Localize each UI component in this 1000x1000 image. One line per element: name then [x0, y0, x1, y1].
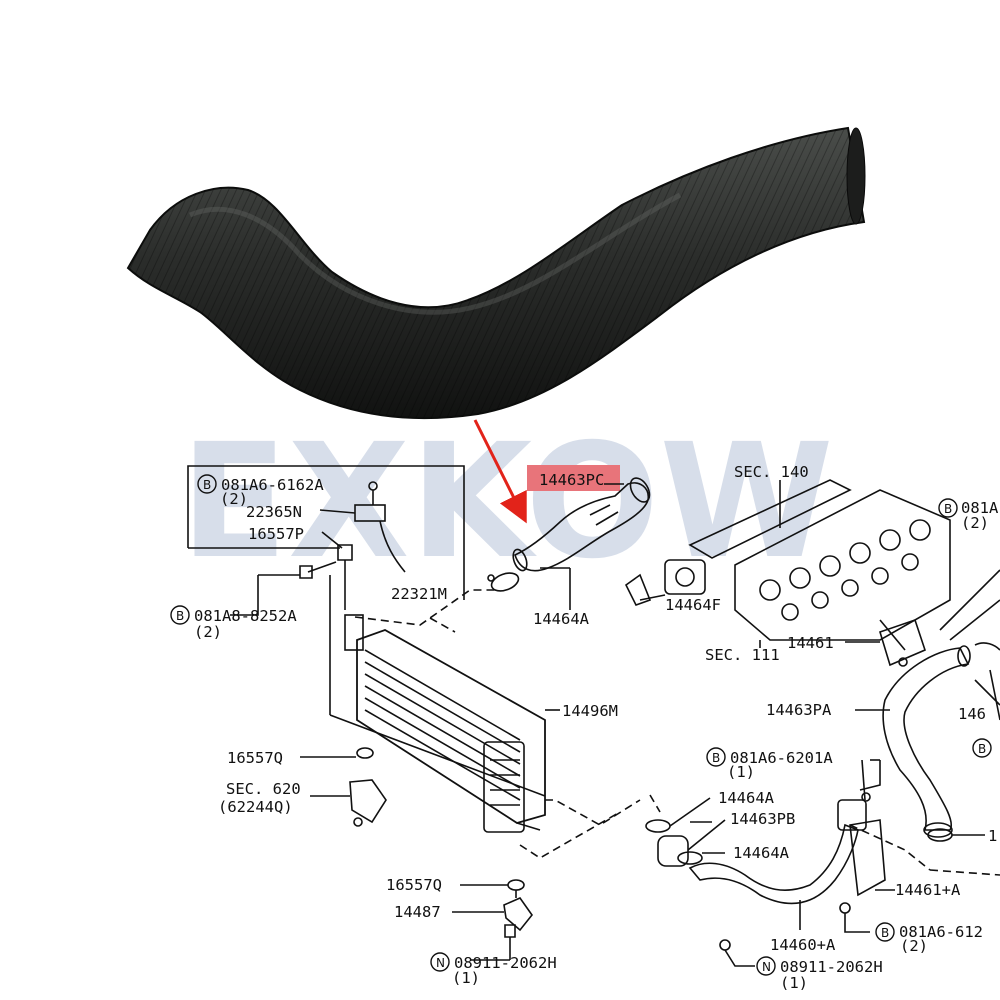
svg-text:B: B	[978, 742, 986, 756]
label-nut-right-qty: (1)	[780, 974, 808, 992]
label-edge-1: 1	[988, 827, 997, 845]
label-16557p: 16557P	[248, 525, 304, 543]
circled-marker-letters: B B B B N N B B	[176, 478, 986, 974]
label-sec620: SEC. 620	[226, 780, 301, 798]
label-14460a: 14460+A	[770, 936, 836, 954]
label-22321m: 22321M	[391, 585, 447, 603]
label-edge-bolt-qty: (2)	[961, 514, 989, 532]
label-14464f: 14464F	[665, 596, 721, 614]
svg-text:N: N	[436, 956, 445, 970]
label-nut-right: 08911-2062H	[780, 958, 883, 976]
label-bolt-081a6-6162a-qty: (2)	[220, 490, 248, 508]
label-bolt-081a6-612-qty: (2)	[900, 937, 928, 955]
callout-arrow	[473, 419, 527, 524]
label-nut-left-qty: (1)	[452, 969, 480, 987]
part-labels: 14463PC SEC. 140 081A6-6162A (2) 22365N …	[194, 463, 999, 992]
circled-markers	[170, 474, 992, 976]
label-bolt-081a8-8252a: 081A8-8252A	[194, 607, 297, 625]
label-bolt-081a6-6201a: 081A6-6201A	[730, 749, 833, 767]
label-bolt-081a6-612: 081A6-612	[899, 923, 983, 941]
svg-text:B: B	[944, 502, 952, 516]
label-14463pc: 14463PC	[539, 471, 604, 489]
label-14463pb: 14463PB	[730, 810, 795, 828]
label-bolt-081a8-8252a-qty: (2)	[194, 623, 222, 641]
svg-text:B: B	[176, 609, 184, 623]
svg-text:B: B	[881, 926, 889, 940]
label-16557q-upper: 16557Q	[227, 749, 283, 767]
highlight-box	[527, 465, 620, 491]
svg-text:B: B	[712, 751, 720, 765]
label-sec111: SEC. 111	[705, 646, 780, 664]
label-14464a-mid: 14464A	[718, 789, 775, 807]
label-14461: 14461	[787, 634, 834, 652]
label-14496m: 14496M	[562, 702, 618, 720]
label-14464a-top: 14464A	[533, 610, 590, 628]
svg-text:B: B	[203, 478, 211, 492]
label-14461a: 14461+A	[895, 881, 961, 899]
intercooler-hose-photo	[126, 126, 866, 419]
label-edge-146: 146	[958, 705, 986, 723]
label-22365n: 22365N	[246, 503, 302, 521]
label-nut-left: 08911-2062H	[454, 954, 557, 972]
label-bolt-081a6-6162a: 081A6-6162A	[221, 476, 324, 494]
label-16557q-lower: 16557Q	[386, 876, 442, 894]
label-14463pa: 14463PA	[766, 701, 832, 719]
line-art	[187, 465, 1000, 967]
label-14464a-low: 14464A	[733, 844, 790, 862]
label-sec620-sub: (62244Q)	[218, 798, 293, 816]
label-edge-bolt: 081A	[961, 499, 999, 517]
label-sec140: SEC. 140	[734, 463, 809, 481]
label-bolt-081a6-6201a-qty: (1)	[727, 763, 755, 781]
svg-text:N: N	[762, 960, 771, 974]
label-14487: 14487	[394, 903, 441, 921]
